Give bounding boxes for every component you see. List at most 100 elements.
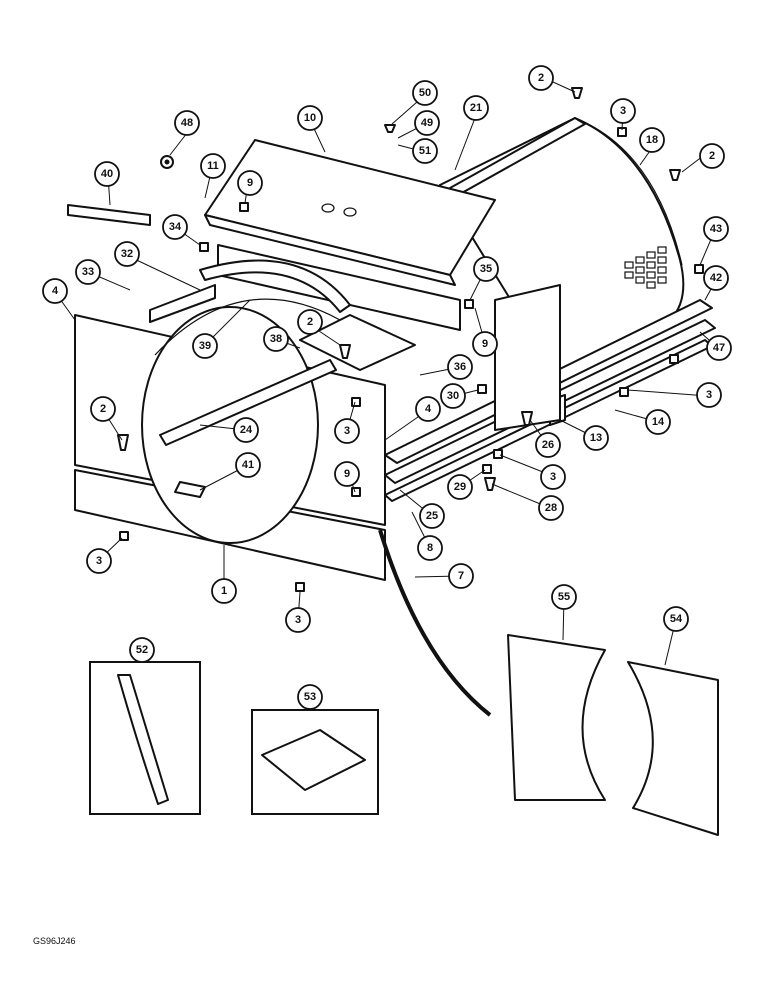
callout-c9c: 9 [334, 461, 360, 487]
callout-label: 35 [480, 263, 492, 275]
callout-c47: 47 [706, 335, 732, 361]
detail-54 [627, 661, 719, 836]
callout-c11: 11 [200, 153, 226, 179]
callout-c36: 36 [447, 354, 473, 380]
callout-c43: 43 [703, 216, 729, 242]
callout-c50: 50 [412, 80, 438, 106]
callout-label: 39 [199, 340, 211, 352]
callout-label: 55 [558, 591, 570, 603]
callout-c13: 13 [583, 425, 609, 451]
callout-c9a: 9 [237, 170, 263, 196]
callout-c1: 1 [211, 578, 237, 604]
callout-label: 4 [425, 403, 432, 415]
callout-c39: 39 [192, 333, 218, 359]
callout-c21: 21 [463, 95, 489, 121]
callout-label: 41 [242, 459, 254, 471]
callout-label: 47 [713, 342, 725, 354]
callout-label: 2 [307, 316, 313, 328]
callout-label: 26 [542, 439, 554, 451]
callout-label: 13 [590, 432, 602, 444]
callout-label: 1 [221, 585, 227, 597]
curved-tube [378, 529, 492, 717]
figure-code: GS96J246 [33, 936, 76, 946]
callout-label: 3 [550, 471, 556, 483]
callout-c2a: 2 [528, 65, 554, 91]
callout-label: 9 [482, 338, 488, 350]
callout-label: 36 [454, 361, 466, 373]
callout-c38: 38 [263, 326, 289, 352]
callout-label: 7 [458, 570, 464, 582]
callout-c48: 48 [174, 110, 200, 136]
callout-c2d: 2 [90, 396, 116, 422]
vent-slots [624, 246, 667, 289]
callout-label: 18 [646, 134, 658, 146]
callout-c7: 7 [448, 563, 474, 589]
callout-label: 3 [620, 105, 626, 117]
callout-c35: 35 [473, 256, 499, 282]
callout-c51: 51 [412, 138, 438, 164]
callout-label: 24 [240, 424, 253, 436]
callout-c14: 14 [645, 409, 671, 435]
callout-c25: 25 [419, 503, 445, 529]
callout-label: 49 [421, 117, 433, 129]
callout-label: 11 [207, 160, 219, 172]
callout-label: 52 [136, 644, 148, 656]
callout-label: 28 [545, 502, 557, 514]
detail-53 [251, 709, 379, 815]
callout-c3c: 3 [334, 418, 360, 444]
side-plate [494, 284, 561, 431]
callout-c4b: 4 [415, 396, 441, 422]
callout-c28: 28 [538, 495, 564, 521]
callout-label: 42 [710, 272, 722, 284]
callout-c52: 52 [129, 637, 155, 663]
detail-55 [507, 634, 606, 801]
callout-label: 3 [295, 614, 301, 626]
callout-label: 32 [121, 248, 133, 260]
callout-label: 2 [100, 403, 106, 415]
callout-c55: 55 [551, 584, 577, 610]
callout-label: 50 [419, 87, 431, 99]
callout-label: 34 [169, 221, 182, 233]
callout-label: 10 [304, 112, 316, 124]
callout-c3a: 3 [610, 98, 636, 124]
callout-label: 33 [82, 266, 94, 278]
callout-c8: 8 [417, 535, 443, 561]
callout-label: 38 [270, 333, 282, 345]
callout-c30: 30 [440, 383, 466, 409]
callout-c18: 18 [639, 127, 665, 153]
callout-label: 53 [304, 691, 316, 703]
callout-c10: 10 [297, 105, 323, 131]
callout-label: 29 [454, 481, 466, 493]
top-panel [204, 139, 496, 286]
callout-c33: 33 [75, 259, 101, 285]
callout-c49: 49 [414, 110, 440, 136]
callout-label: 3 [96, 555, 102, 567]
callout-label: 14 [652, 416, 665, 428]
callout-c32: 32 [114, 241, 140, 267]
hardware [117, 87, 704, 592]
callout-label: 54 [670, 613, 683, 625]
callout-label: 40 [101, 168, 113, 180]
bar-40 [67, 204, 151, 226]
callout-label: 51 [419, 145, 431, 157]
callout-c4a: 4 [42, 278, 68, 304]
callout-c9b: 9 [472, 331, 498, 357]
callout-c41: 41 [235, 452, 261, 478]
callout-label: 2 [538, 72, 544, 84]
callout-label: 43 [710, 223, 722, 235]
callout-c3e: 3 [86, 548, 112, 574]
callout-label: 30 [447, 390, 459, 402]
callout-c40: 40 [94, 161, 120, 187]
callout-label: 9 [247, 177, 253, 189]
callout-label: 3 [706, 389, 712, 401]
callout-c24: 24 [233, 417, 259, 443]
callout-c34: 34 [162, 214, 188, 240]
callout-label: 48 [181, 117, 193, 129]
callout-c3b: 3 [696, 382, 722, 408]
callout-label: 8 [427, 542, 433, 554]
callout-c3f: 3 [285, 607, 311, 633]
callout-label: 4 [52, 285, 59, 297]
callout-c3d: 3 [540, 464, 566, 490]
callout-c29: 29 [447, 474, 473, 500]
